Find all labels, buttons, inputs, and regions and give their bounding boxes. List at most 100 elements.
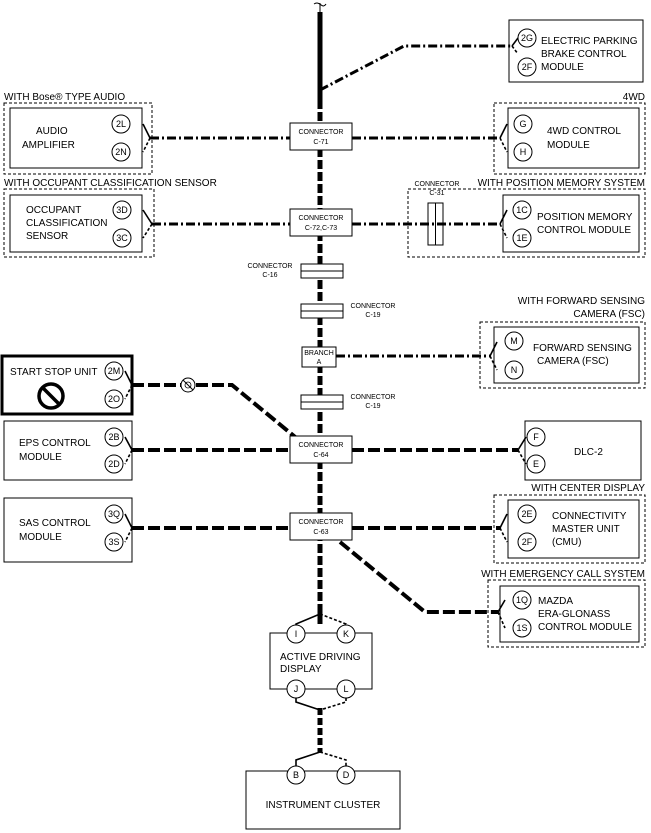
occupant-group-caption: WITH OCCUPANT CLASSIFICATION SENSOR [4, 178, 217, 189]
branch-a-label-line-1: BRANCH [304, 350, 334, 357]
start-stop-fork-bottom [124, 384, 133, 400]
center-display-group-caption: WITH CENTER DISPLAY [531, 483, 645, 494]
start-stop-pin-top-label: 2M [108, 366, 121, 376]
connector-c72-box [289, 208, 353, 237]
audio-label-line-2: AMPLIFIER [22, 140, 75, 151]
connector-c19b-label-line-1: CONNECTOR [351, 394, 396, 401]
epb-label-line-3: MODULE [541, 62, 584, 73]
active-display-pin-j-label: J [294, 684, 299, 694]
cmu-pin-bottom: 2F [517, 532, 537, 552]
occupant-fork-top [142, 209, 153, 225]
sas-label-line-1: SAS CONTROL [19, 518, 91, 529]
eps-fork-bottom [124, 449, 133, 465]
start-stop-pin-top: 2M [104, 361, 124, 381]
no-entry-icon [37, 382, 65, 410]
bus-break-mark [313, 2, 327, 7]
instrument-pin-b-label: B [293, 770, 299, 780]
active-display-pin-k-label: K [343, 629, 349, 639]
connector-c71-label-line-2: C-71 [313, 139, 328, 146]
fsc-label-line-1: FORWARD SENSING [533, 343, 632, 354]
epb-fork-top [511, 37, 519, 47]
fsc-pin-top-label: M [510, 336, 518, 346]
fourwd-pin-top-label: G [519, 119, 526, 129]
active-display-pin-l-label: L [343, 684, 348, 694]
audio-label-line-1: AUDIO [36, 126, 68, 137]
eps-label-line-1: EPS CONTROL [19, 438, 91, 449]
fsc-fork-bottom [489, 355, 498, 371]
fourwd-fork-bottom [499, 137, 508, 153]
occupant-label-line-3: SENSOR [26, 231, 68, 242]
occupant-pin-bottom-label: 3C [116, 233, 128, 243]
eps-pin-bottom-label: 2D [108, 459, 120, 469]
sas-pin-top: 3Q [104, 504, 124, 524]
position-label-line-1: POSITION MEMORY [537, 212, 633, 223]
branch-a-label-line-2: A [317, 359, 322, 366]
occupant-group-box [3, 188, 155, 258]
audio-pin-bottom-label: 2N [115, 147, 127, 157]
bose-group-caption: WITH Bose® TYPE AUDIO [4, 92, 125, 103]
connector-c31-caption-line-2: C-31 [429, 190, 444, 197]
occupant-pin-top-label: 3D [116, 205, 128, 215]
fourwd-group-caption: 4WD [623, 92, 645, 103]
instrument-pin-d: D [336, 765, 356, 785]
dlc2-fork-bottom [517, 449, 527, 465]
fsc-pin-bottom: N [504, 360, 524, 380]
epb-fork-bottom [511, 45, 519, 55]
eps-label-line-2: MODULE [19, 452, 62, 463]
position-label-line-2: CONTROL MODULE [537, 225, 631, 236]
position-pin-bottom-label: 1E [516, 233, 527, 243]
occupant-pin-top: 3D [112, 200, 132, 220]
epb-pin-bottom-label: 2F [522, 62, 533, 72]
active-display-pin-i: I [286, 624, 306, 644]
emergency-group-box [487, 579, 646, 648]
fsc-group-box [479, 321, 646, 389]
mazda-era-wire [338, 540, 498, 614]
fourwd-fork-top [499, 123, 508, 139]
audio-pin-top-label: 2L [116, 119, 126, 129]
connector-c19a-label-line-1: CONNECTOR [351, 303, 396, 310]
dlc2-fork-top [517, 436, 527, 451]
fourwd-pin-bottom-label: H [520, 147, 527, 157]
connector-c64-label-line-1: CONNECTOR [299, 442, 344, 449]
epb-wire [319, 44, 512, 92]
eps-pin-bottom: 2D [104, 454, 124, 474]
connector-c63-label-line-1: CONNECTOR [299, 519, 344, 526]
start-stop-label: START STOP UNIT [10, 367, 97, 378]
cmu-label-line-2: MASTER UNIT [552, 524, 620, 535]
active-display-pin-j: J [286, 679, 306, 699]
sas-pin-top-label: 3Q [108, 509, 120, 519]
cmu-pin-bottom-label: 2F [522, 537, 533, 547]
active-display-pin-l: L [336, 679, 356, 699]
instrument-fork-right [319, 751, 347, 766]
start-stop-pin-bottom-label: 2O [108, 394, 120, 404]
cmu-label-line-3: (CMU) [552, 537, 581, 548]
connector-c16-label-line-2: C-16 [262, 272, 277, 279]
dlc2-pin-bottom-label: E [533, 459, 539, 469]
fourwd-label-line-1: 4WD CONTROL [547, 126, 621, 137]
fourwd-label-line-2: MODULE [547, 140, 590, 151]
mazda-era-fork-top [497, 599, 506, 613]
center-display-group-box [493, 494, 646, 564]
active-display-label-line-2: DISPLAY [280, 664, 322, 675]
position-fork-bottom [499, 223, 508, 239]
fsc-group-caption-line-2: CAMERA (FSC) [573, 309, 645, 320]
position-fork-top [499, 209, 508, 225]
mazda-era-label-line-1: MAZDA [538, 596, 573, 607]
position-pin-bottom: 1E [512, 228, 532, 248]
connector-c64-box [289, 435, 353, 464]
fourwd-group-box [493, 102, 646, 175]
occupant-label-line-1: OCCUPANT [26, 205, 81, 216]
bose-group-box [3, 102, 153, 175]
dlc2-module-box [524, 420, 642, 481]
eps-pin-top-label: 2B [108, 432, 119, 442]
occupant-fork-bottom [142, 223, 153, 239]
mazda-era-pin-bottom-label: 1S [516, 623, 527, 633]
active-display-module-box [269, 632, 373, 690]
start-stop-pin-bottom: 2O [104, 389, 124, 409]
emergency-group-caption: WITH EMERGENCY CALL SYSTEM [481, 569, 645, 580]
epb-pin-top: 2G [517, 28, 537, 48]
sas-fork-bottom [124, 527, 133, 543]
epb-label-line-1: ELECTRIC PARKING [541, 36, 638, 47]
active-display-bottom-fork-left [295, 698, 321, 711]
active-display-label-line-1: ACTIVE DRIVING [280, 652, 361, 663]
